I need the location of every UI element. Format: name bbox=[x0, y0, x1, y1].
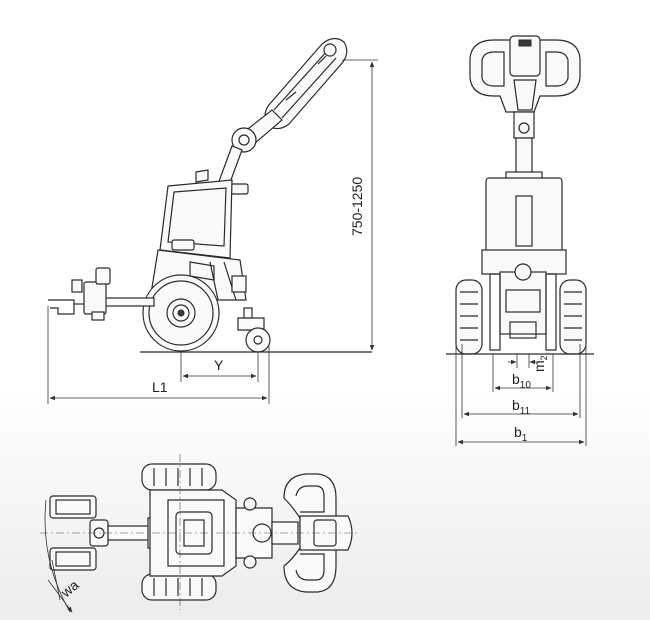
top-wheels bbox=[141, 463, 217, 601]
top-handle bbox=[283, 473, 353, 593]
front-handle bbox=[469, 35, 581, 113]
front-view bbox=[446, 35, 594, 355]
side-tiller-handle bbox=[264, 37, 348, 130]
front-right-wheel bbox=[559, 279, 587, 355]
top-view bbox=[40, 454, 360, 610]
side-drive-wheel bbox=[142, 274, 220, 352]
side-tiller-arm bbox=[217, 109, 283, 195]
b11-label: b11 bbox=[512, 397, 531, 417]
front-left-wheel bbox=[455, 279, 483, 355]
l1-label: L1 bbox=[152, 379, 168, 395]
m2-label: m2 bbox=[531, 355, 549, 372]
side-coupling bbox=[48, 267, 155, 321]
side-view bbox=[48, 37, 372, 353]
length-dimensions: Y L1 bbox=[47, 306, 270, 404]
y-label: Y bbox=[214, 357, 224, 373]
side-body bbox=[149, 169, 247, 301]
front-tiller bbox=[505, 111, 543, 181]
b1-label: b1 bbox=[514, 424, 528, 444]
width-dimensions: m2 b10 b11 b1 bbox=[455, 344, 587, 446]
side-castor bbox=[237, 307, 271, 353]
svg-text:m2: m2 bbox=[531, 355, 549, 372]
height-dimension: 750-1250 bbox=[342, 59, 378, 351]
front-body bbox=[481, 177, 567, 351]
b10-label: b10 bbox=[512, 371, 531, 391]
height-label: 750-1250 bbox=[349, 177, 365, 236]
